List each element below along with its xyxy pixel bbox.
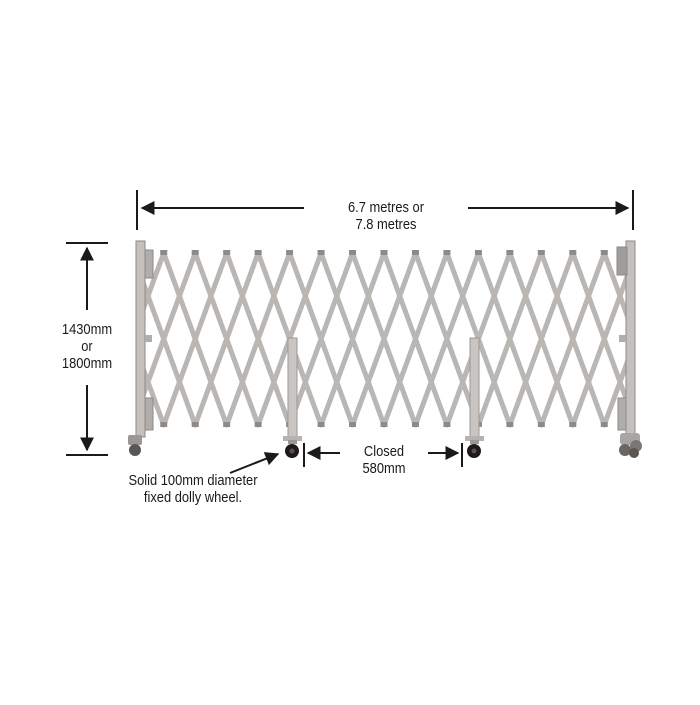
intermediate-post-2 xyxy=(465,337,484,458)
closed-label: Closed 580mm xyxy=(349,443,420,477)
height-label-line3: 1800mm xyxy=(61,355,113,372)
width-label: 6.7 metres or 7.8 metres xyxy=(328,199,445,233)
wheel-label-line1: Solid 100mm diameter xyxy=(128,472,258,489)
callout-arrow-icon xyxy=(229,452,280,474)
closed-dimension xyxy=(303,443,463,467)
height-dimension xyxy=(66,242,108,456)
closed-label-line2: 580mm xyxy=(362,460,406,477)
intermediate-post-1 xyxy=(283,337,302,458)
wheel-label-line2: fixed dolly wheel. xyxy=(143,489,243,506)
height-label-line2: or xyxy=(81,338,93,355)
closed-label-line1: Closed xyxy=(363,443,405,460)
height-label-line1: 1430mm xyxy=(61,321,113,338)
wheel-label: Solid 100mm diameter fixed dolly wheel. xyxy=(120,472,266,506)
width-label-line1: 6.7 metres or xyxy=(347,199,425,216)
width-dimension xyxy=(136,190,634,230)
height-label: 1430mm or 1800mm xyxy=(47,321,128,372)
width-label-line2: 7.8 metres xyxy=(355,216,417,233)
left-end-post xyxy=(128,240,154,456)
right-end-post xyxy=(616,240,642,458)
scissor-lattice xyxy=(143,250,628,428)
